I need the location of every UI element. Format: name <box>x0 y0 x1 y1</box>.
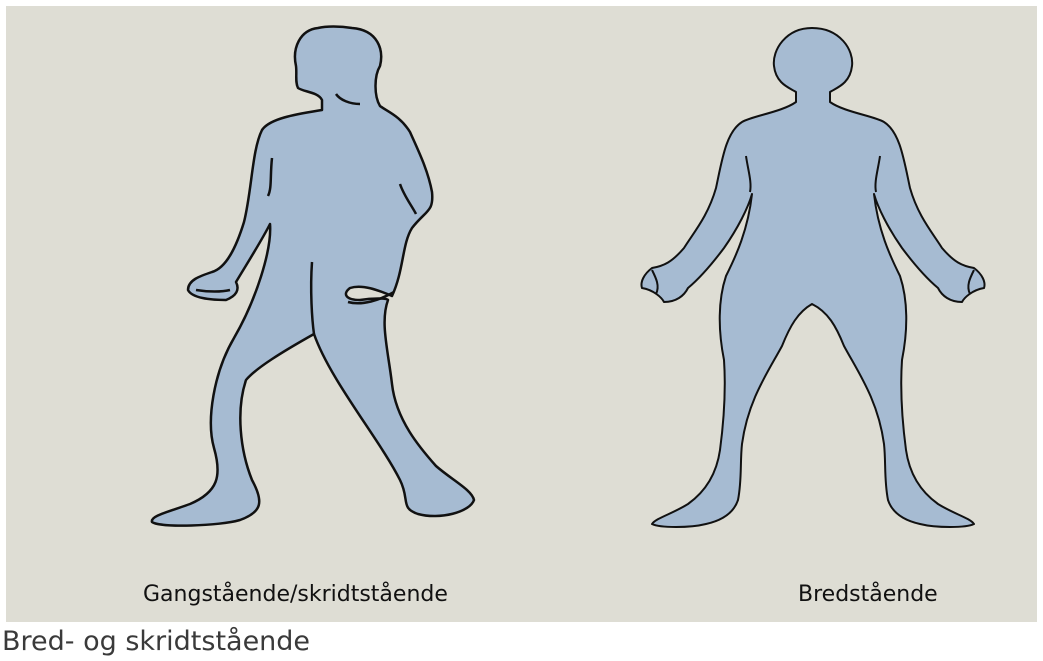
walking-stance-label: Gangstående/skridtstående <box>143 582 448 607</box>
illustration-panel: Gangstående/skridtstående Bredstående <box>6 6 1037 622</box>
walking-stance-figure <box>152 27 474 526</box>
figures-canvas <box>6 6 1037 622</box>
wide-stance-label: Bredstående <box>798 582 938 607</box>
figure-caption: Bred- og skridtstående <box>2 626 310 657</box>
wide-stance-figure <box>641 28 984 527</box>
